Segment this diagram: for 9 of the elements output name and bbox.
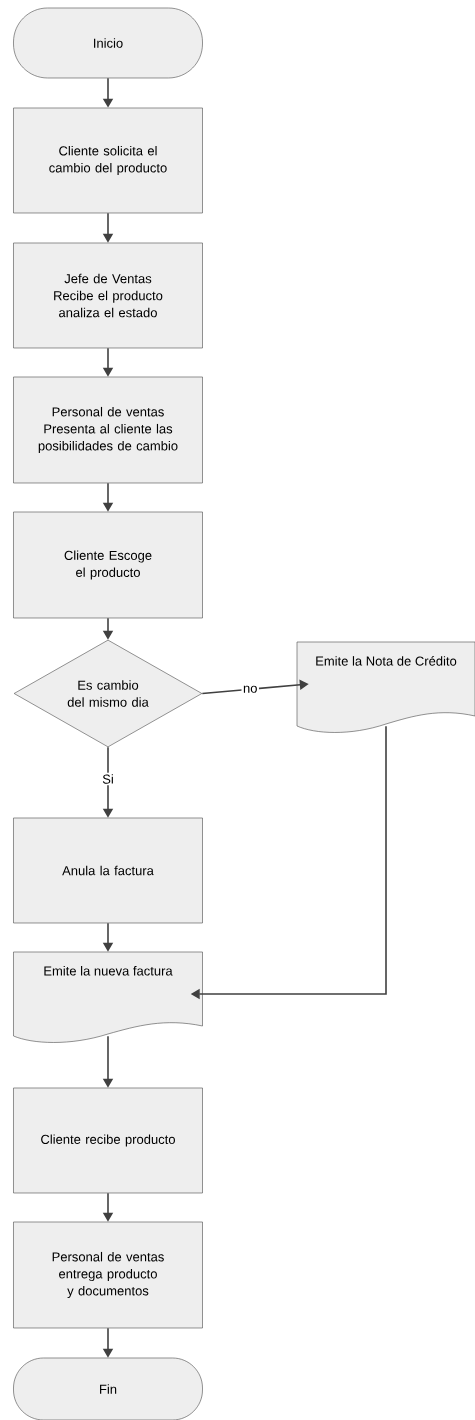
process-box: Personal de ventas Presenta al cliente las posibilidades de cambio xyxy=(13,376,203,484)
edge-label: Si xyxy=(102,774,113,784)
process-box: Jefe de Ventas Recibe el producto analiza el estado xyxy=(13,242,203,349)
process-box: Anula la factura xyxy=(13,817,203,924)
process-box: Cliente solicita el cambio del producto xyxy=(13,107,203,214)
process-box: Cliente recibe producto xyxy=(13,1087,203,1194)
edge-label: no xyxy=(243,685,257,693)
process-box: Cliente Escoge el producto xyxy=(13,511,203,619)
process-box: Personal de ventas entrega producto y documentos xyxy=(13,1221,203,1329)
